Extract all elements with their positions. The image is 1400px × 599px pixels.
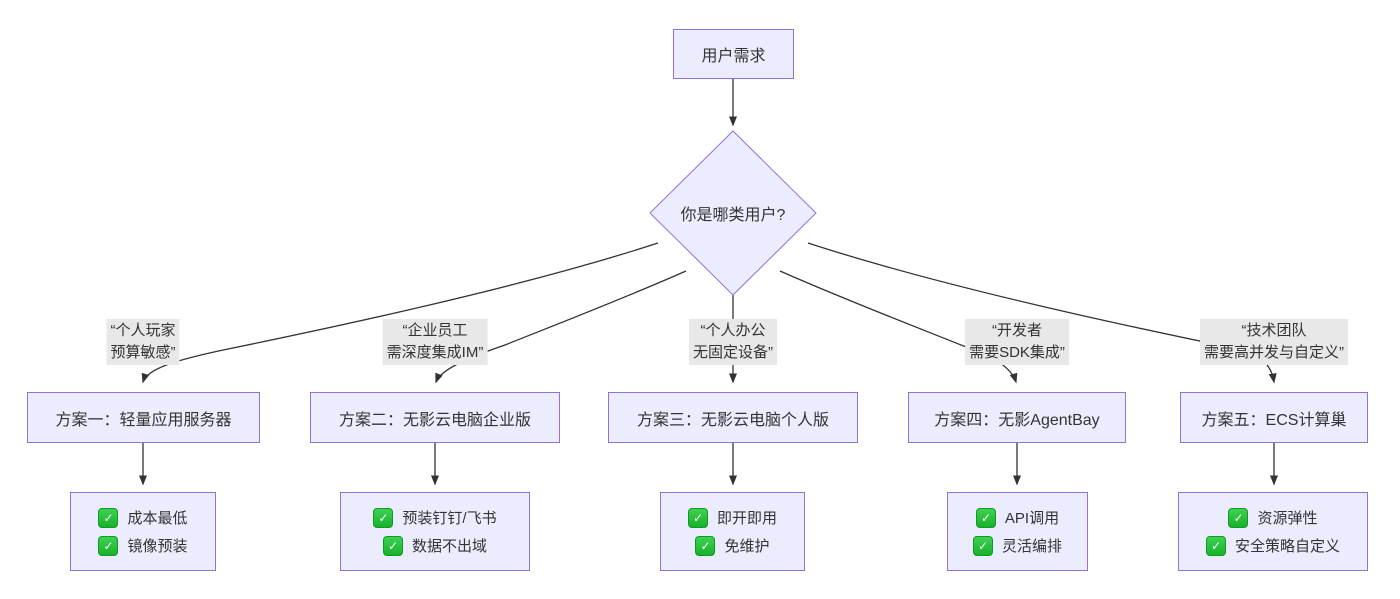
solution-node-2: 方案二：无影云电脑企业版 <box>310 392 560 443</box>
condition-line: “技术团队 <box>1241 322 1307 339</box>
condition-line: 需要高并发与自定义” <box>1204 344 1344 361</box>
check-icon: ✓ <box>373 507 394 528</box>
benefit-label: API调用 <box>1004 510 1060 527</box>
solution-node-4: 方案四：无影AgentBay <box>908 392 1126 443</box>
solution-label: 方案五：ECS计算巢 <box>1201 411 1347 429</box>
decision-diamond-shape <box>649 130 817 296</box>
benefits-node-1: ✓ 成本最低 ✓ 镜像预装 <box>70 492 216 571</box>
check-icon: ✓ <box>382 535 403 556</box>
check-icon: ✓ <box>972 535 993 556</box>
edge-label-condition-3: “个人办公 无固定设备” <box>689 319 777 365</box>
decision-diamond-label: 你是哪类用户? <box>680 207 786 224</box>
solution-label: 方案一：轻量应用服务器 <box>55 411 232 429</box>
benefit-label: 成本最低 <box>127 510 188 527</box>
condition-line: 需要SDK集成” <box>969 344 1065 361</box>
benefit-item: ✓ 资源弹性 <box>1228 507 1318 528</box>
condition-line: 需深度集成IM” <box>386 344 484 361</box>
edge-label-condition-4: “开发者 需要SDK集成” <box>965 319 1069 365</box>
edge-label-condition-1: “个人玩家 预算敏感” <box>106 319 180 365</box>
check-icon: ✓ <box>695 535 716 556</box>
condition-line: “个人玩家 <box>110 322 176 339</box>
benefit-label: 预装钉钉/飞书 <box>402 510 497 527</box>
condition-line: 预算敏感” <box>110 344 176 361</box>
solution-node-5: 方案五：ECS计算巢 <box>1180 392 1368 443</box>
benefit-label: 即开即用 <box>716 510 777 527</box>
benefit-label: 数据不出域 <box>411 538 487 555</box>
solution-node-3: 方案三：无影云电脑个人版 <box>608 392 858 443</box>
condition-line: “开发者 <box>992 322 1042 339</box>
edge-label-condition-5: “技术团队 需要高并发与自定义” <box>1200 319 1348 365</box>
root-node-label: 用户需求 <box>701 48 766 65</box>
condition-line: “企业员工 <box>402 322 468 339</box>
benefits-node-3: ✓ 即开即用 ✓ 免维护 <box>660 492 805 571</box>
condition-line: 无固定设备” <box>693 344 773 361</box>
benefit-item: ✓ 预装钉钉/飞书 <box>373 507 497 528</box>
solution-label: 方案四：无影AgentBay <box>934 411 1100 429</box>
benefit-label: 资源弹性 <box>1257 510 1318 527</box>
benefit-item: ✓ 即开即用 <box>687 507 777 528</box>
root-node: 用户需求 <box>673 29 794 79</box>
benefit-label: 免维护 <box>724 538 770 555</box>
benefit-label: 灵活编排 <box>1001 538 1062 555</box>
check-icon: ✓ <box>1205 535 1226 556</box>
benefit-item: ✓ 数据不出域 <box>382 535 487 556</box>
edge-decision-to-solution-4 <box>779 270 1018 384</box>
benefit-item: ✓ 成本最低 <box>98 507 188 528</box>
condition-line: “个人办公 <box>700 322 766 339</box>
benefits-node-4: ✓ API调用 ✓ 灵活编排 <box>947 492 1088 571</box>
solution-label: 方案二：无影云电脑企业版 <box>338 411 531 429</box>
benefit-item: ✓ 灵活编排 <box>972 535 1062 556</box>
benefit-item: ✓ 安全策略自定义 <box>1205 535 1340 556</box>
check-icon: ✓ <box>98 535 119 556</box>
benefit-label: 安全策略自定义 <box>1234 538 1340 555</box>
edge-label-condition-2: “企业员工 需深度集成IM” <box>382 319 488 365</box>
benefit-item: ✓ API调用 <box>975 507 1060 528</box>
benefit-item: ✓ 镜像预装 <box>98 535 188 556</box>
check-icon: ✓ <box>1228 507 1249 528</box>
check-icon: ✓ <box>687 507 708 528</box>
benefits-node-5: ✓ 资源弹性 ✓ 安全策略自定义 <box>1178 492 1368 571</box>
check-icon: ✓ <box>975 507 996 528</box>
benefit-item: ✓ 免维护 <box>695 535 770 556</box>
solution-label: 方案三：无影云电脑个人版 <box>636 411 829 429</box>
solution-node-1: 方案一：轻量应用服务器 <box>27 392 260 443</box>
benefits-node-2: ✓ 预装钉钉/飞书 ✓ 数据不出域 <box>340 492 530 571</box>
benefit-label: 镜像预装 <box>127 538 188 555</box>
edge-decision-to-solution-2 <box>435 270 687 384</box>
check-icon: ✓ <box>98 507 119 528</box>
